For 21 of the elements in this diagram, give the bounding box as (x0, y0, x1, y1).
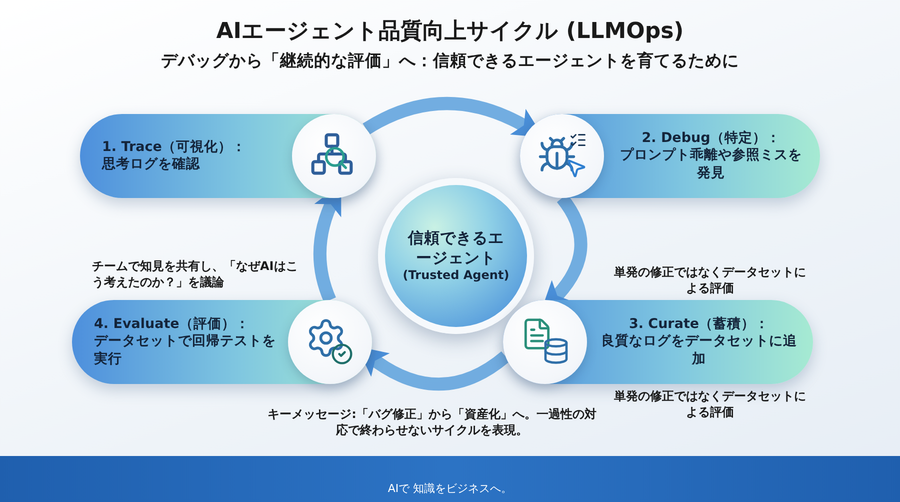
note-text: 単発の修正ではなくデータセットによる評価 (613, 388, 807, 420)
step-pill (72, 300, 372, 384)
title: AIエージェント品質向上サイクル (LLMOps) (215, 18, 685, 46)
subtitle: デバッグから「継続的な評価」へ：信頼できるエージェントを育てるために (160, 50, 740, 72)
center-label: 信頼できるエージェント (408, 229, 504, 268)
step-title: 3. Curate（蓄積）： (628, 315, 770, 334)
tagline: AIで 知識をビジネスへ。 (386, 481, 514, 496)
step-description: プロンプト乖離や参照ミスを発見 (619, 147, 803, 183)
step-pill (520, 114, 820, 198)
step-pill (503, 300, 813, 384)
center-sublabel: (Trusted Agent) (402, 268, 510, 283)
step-title: 2. Debug（特定）： (640, 129, 782, 147)
step-title: 1. Trace（可視化）： (102, 138, 247, 156)
step-description: 思考ログを確認 (102, 156, 201, 174)
step-description: データセットで回帰テストを実行 (94, 333, 277, 369)
note-text: 単発の修正ではなくデータセットによる評価 (613, 264, 807, 296)
note-text: チームで知見を共有し、「なぜAIはこう考えたのか？」を議論 (92, 258, 299, 290)
step-description: 良質なログをデータセットに追加 (600, 333, 798, 369)
step-title: 4. Evaluate（評価）： (94, 315, 250, 334)
step-pill (80, 114, 376, 198)
note-text: キーメッセージ:「バグ修正」から「資産化」へ。一過性の対応で終わらせないサイクルを表現。 (266, 406, 598, 438)
